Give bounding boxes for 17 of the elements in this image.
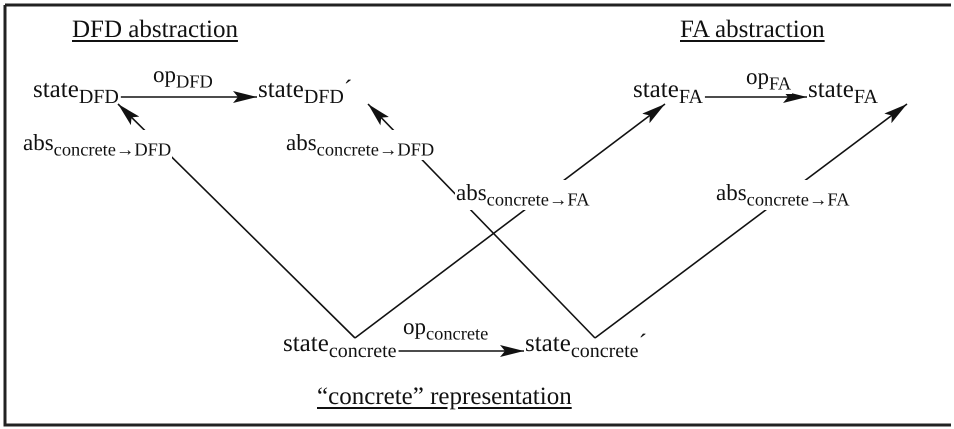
section-heading: “concrete” representation xyxy=(317,383,572,410)
state-label: state$_{concrete}$ xyxy=(283,330,397,362)
state-label: state$_{concrete}$´ xyxy=(525,330,647,362)
arrow xyxy=(117,103,356,339)
arrow xyxy=(704,91,807,103)
arrow xyxy=(398,345,524,357)
section-heading: FA abstraction xyxy=(680,16,825,44)
edge-label: abs$_{concrete→DFD}$ xyxy=(22,130,172,160)
state-label: state$_{FA}$ xyxy=(633,76,703,108)
state-label: state$_{FA}$ xyxy=(808,76,878,108)
state-label: state$_{DFD}$ xyxy=(33,76,119,108)
edge-label: abs$_{concrete→FA}$ xyxy=(715,180,850,210)
state-label: state$_{DFD}$´ xyxy=(258,76,352,108)
arrow xyxy=(120,91,257,103)
edge-label: abs$_{concrete→DFD}$ xyxy=(285,130,436,160)
edge-label: abs$_{concrete→FA}$ xyxy=(455,180,590,210)
section-heading: DFD abstraction xyxy=(72,16,238,44)
